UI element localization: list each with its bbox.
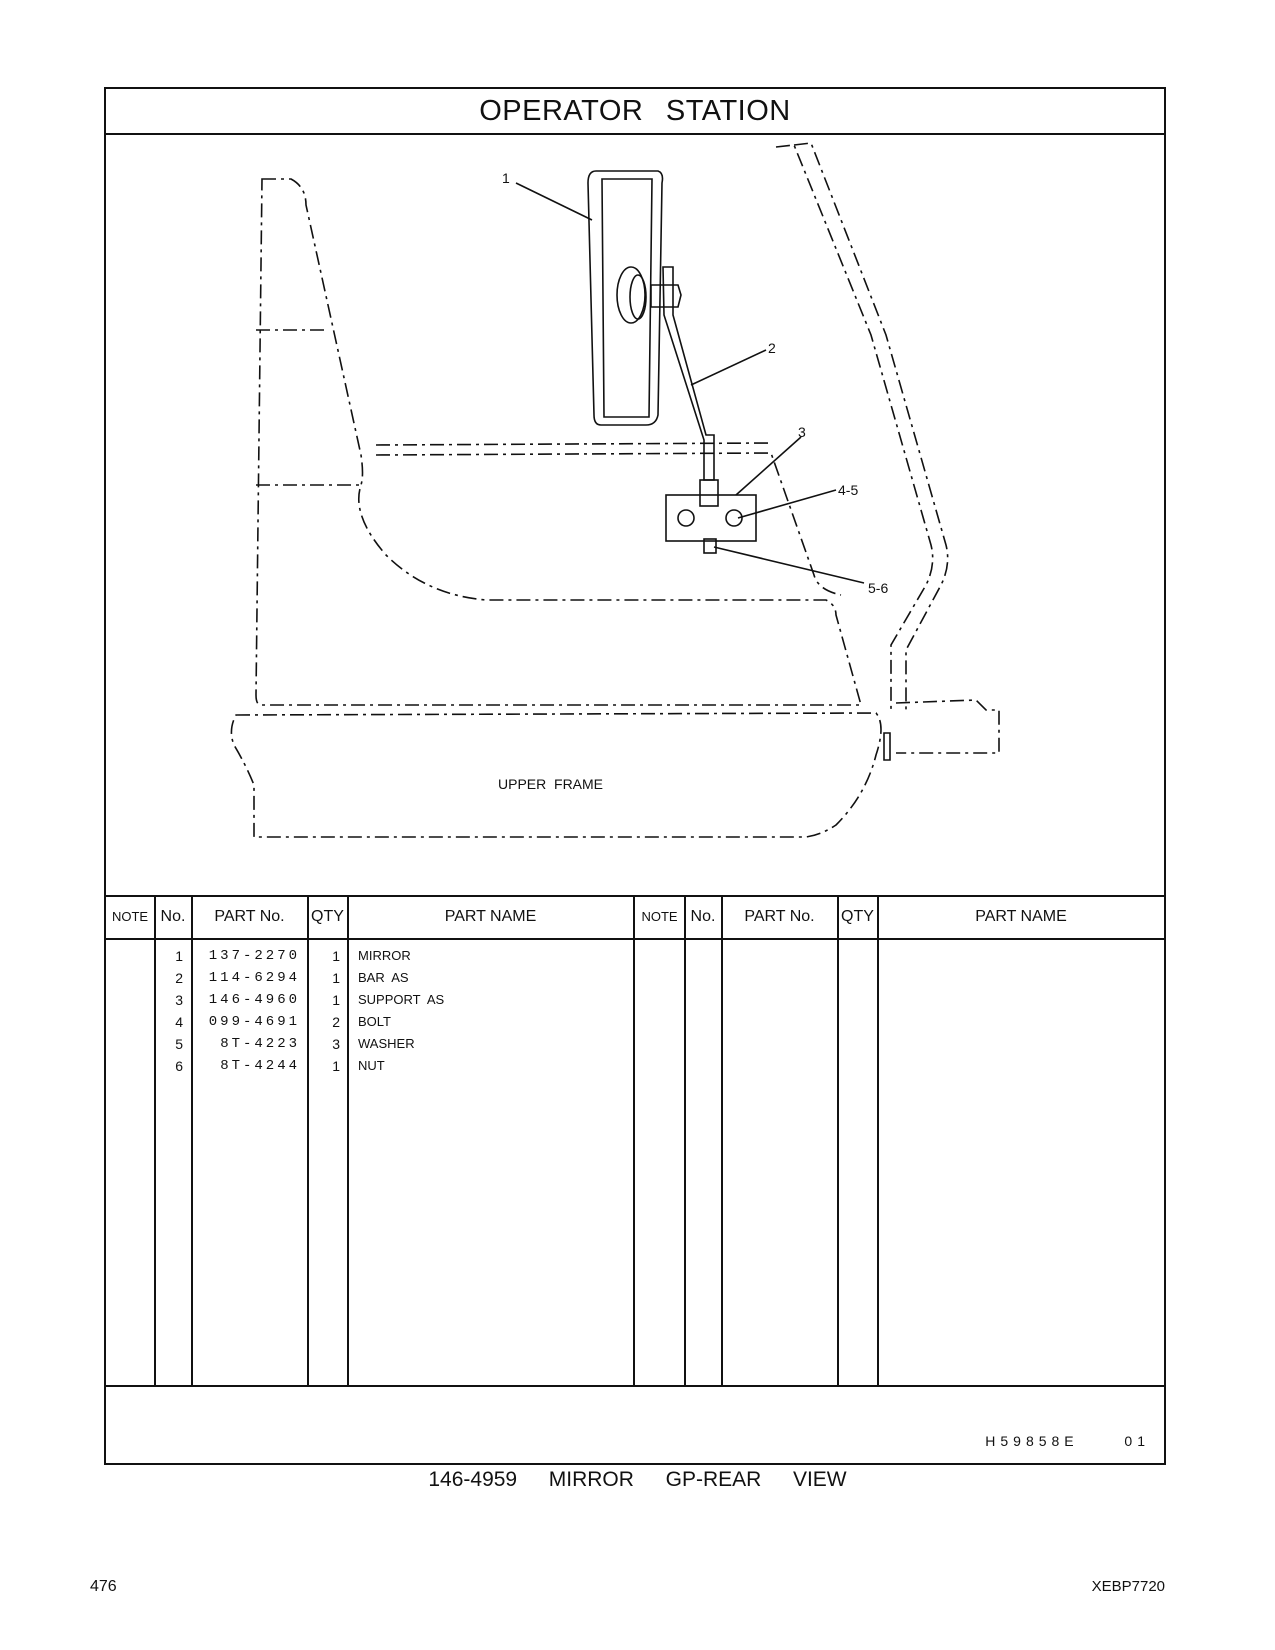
leader-2 — [690, 349, 767, 386]
table-row-5-qty: 3 — [332, 1036, 340, 1052]
bar-collar — [699, 479, 719, 507]
callout-label-4-5: 4-5 — [838, 482, 858, 498]
table-header-row — [106, 895, 1164, 940]
table-row-3-part-no: 146-4960 — [208, 992, 300, 1008]
mirror-outer — [587, 170, 664, 426]
leader-3 — [735, 436, 802, 496]
col-divider — [307, 895, 309, 1385]
group-caption: 146-4959 MIRROR GP-REAR VIEW — [428, 1468, 847, 1491]
bolt-head-left — [677, 509, 695, 527]
upper-frame — [230, 699, 1000, 838]
cab-post-outer — [775, 144, 934, 710]
exploded-diagram: 1 2 3 4-5 5-6 UPPER FRAME — [230, 142, 1000, 838]
table-row-4-name: BOLT — [358, 1014, 391, 1029]
callout-label-2: 2 — [768, 340, 776, 356]
frame-bracket — [895, 699, 1000, 754]
callout-label-3: 3 — [798, 424, 806, 440]
col-divider — [877, 895, 879, 1385]
upper-frame-body — [230, 712, 882, 838]
table-row-1-part-no: 137-2270 — [208, 948, 300, 964]
leader-4-5 — [737, 489, 837, 519]
title-bar: OPERATOR STATION — [106, 89, 1164, 135]
callout-label-1: 1 — [502, 170, 510, 186]
cab-side-panel — [255, 178, 863, 706]
illustration-code-box: H59858E 01 — [106, 1385, 1164, 1463]
table-row-4-qty: 2 — [332, 1014, 340, 1030]
cab-post-inner — [793, 142, 949, 710]
illustration-code: H59858E 01 — [985, 1433, 1150, 1449]
header-part-no-left: PART No. — [214, 907, 285, 925]
table-row-4-no: 4 — [175, 1014, 183, 1030]
table-row-1-no: 1 — [175, 948, 183, 964]
header-no-left: No. — [160, 907, 186, 925]
col-divider — [684, 895, 686, 1385]
table-row-1-name: MIRROR — [358, 948, 411, 963]
table-row-4-part-no: 099-4691 — [208, 1014, 300, 1030]
table-row-2-part-no: 114-6294 — [208, 970, 300, 986]
header-qty-left: QTY — [311, 907, 344, 925]
mirror-inner — [601, 178, 653, 418]
parts-page-frame: OPERATOR STATION — [104, 87, 1166, 1465]
callout-leaders — [515, 182, 865, 584]
upper-frame-label: UPPER FRAME — [498, 776, 603, 792]
col-divider — [347, 895, 349, 1385]
table-row-2-qty: 1 — [332, 970, 340, 986]
support-plate — [665, 494, 757, 542]
table-row-5-no: 5 — [175, 1036, 183, 1052]
col-divider-center — [633, 895, 635, 1385]
door-lower-edge — [375, 452, 842, 596]
header-note-left: NOTE — [111, 909, 149, 924]
col-divider — [837, 895, 839, 1385]
parts-list-table: NOTE No. PART No. QTY PART NAME NOTE No.… — [106, 895, 1164, 1385]
table-row-5-name: WASHER — [358, 1036, 415, 1051]
window-sill-line — [375, 442, 772, 446]
mirror-assembly-illustration: 1 2 3 4-5 5-6 UPPER FRAME — [106, 135, 1164, 895]
mirror-bar — [662, 266, 715, 481]
mirror-parts — [587, 170, 891, 761]
table-row-3-qty: 1 — [332, 992, 340, 1008]
table-row-5-part-no: 8T-4223 — [220, 1036, 300, 1052]
page-title: OPERATOR STATION — [479, 94, 791, 127]
page-number: 476 — [90, 1578, 117, 1595]
header-qty-right: QTY — [841, 907, 874, 925]
table-row-3-no: 3 — [175, 992, 183, 1008]
col-divider — [154, 895, 156, 1385]
table-row-3-name: SUPPORT AS — [358, 992, 445, 1007]
mirror-clamp-nut — [650, 284, 682, 308]
header-note-right: NOTE — [641, 909, 678, 924]
col-divider — [721, 895, 723, 1385]
document-code: XEBP7720 — [1091, 1578, 1165, 1595]
table-row-6-qty: 1 — [332, 1058, 340, 1074]
header-part-name-left: PART NAME — [444, 907, 537, 925]
table-row-6-part-no: 8T-4244 — [220, 1058, 300, 1074]
table-row-6-no: 6 — [175, 1058, 183, 1074]
header-part-name-right: PART NAME — [975, 907, 1067, 925]
frame-bolt — [883, 732, 891, 761]
callout-label-5-6: 5-6 — [868, 580, 888, 596]
bolt-head-right — [725, 509, 743, 527]
leader-1 — [515, 182, 593, 221]
col-divider — [191, 895, 193, 1385]
mirror-ball-joint — [616, 266, 646, 324]
table-row-1-qty: 1 — [332, 948, 340, 964]
table-row-6-name: NUT — [358, 1058, 385, 1073]
nut — [703, 538, 717, 554]
header-no-right: No. — [690, 907, 716, 925]
table-row-2-name: BAR AS — [358, 970, 409, 985]
leader-5-6 — [713, 546, 865, 584]
header-part-no-right: PART No. — [744, 907, 815, 925]
cab-outline — [255, 142, 949, 710]
table-row-2-no: 2 — [175, 970, 183, 986]
mirror-swivel — [629, 274, 647, 320]
